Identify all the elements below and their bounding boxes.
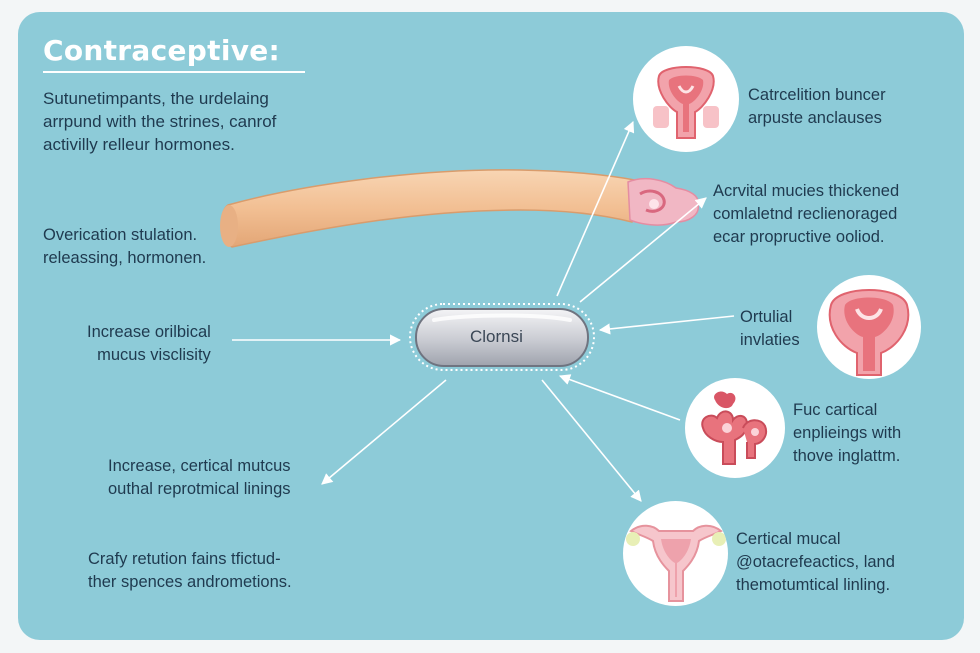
label-cervical-mucus: Increase, certical mutcus outhal reprotm…	[108, 457, 291, 498]
label-retention: Crafy retution fains tfictud- ther spenc…	[88, 550, 292, 591]
label-ovulation-stimulation: Overication stulation. releassing, hormo…	[43, 226, 207, 267]
arrow-mucus-thickened	[579, 197, 707, 303]
pill-illustration	[409, 303, 595, 371]
arrow-ovulation	[598, 315, 735, 335]
label-mucus-thickened: Acrvital mucies thickened comlaletnd rec…	[713, 182, 900, 246]
intro-text: Sutunetimpants, the urdelaing arrpund wi…	[43, 89, 277, 154]
connector-arrows	[232, 120, 735, 502]
cervical-tissue-icon	[685, 378, 785, 478]
arrow-cervical-lining	[558, 374, 681, 421]
pill-label: Clornsi	[470, 327, 523, 346]
tube-illustration	[220, 169, 699, 248]
label-cervical-mucal: Certical mucal @otacrefeactics, land the…	[736, 530, 895, 594]
diagram-title: Contraceptive:	[43, 34, 281, 67]
arrow-to-top-icon	[556, 120, 635, 297]
label-ovulation: Ortulial invlaties	[740, 308, 800, 349]
label-cervical-linings: Fuc cartical enplieings with thove ingla…	[793, 401, 902, 465]
cervix-cross-section-icon	[633, 46, 739, 152]
arrow-cervical-mucus	[321, 379, 447, 485]
uterus-cross-section-icon	[817, 275, 921, 379]
label-increase-viscosity: Increase orilbical mucus visclisity	[87, 323, 211, 364]
uterus-icon	[623, 501, 728, 606]
arrow-uterus	[541, 379, 642, 502]
label-cancellation-barrier: Catrcelition buncer arpuste anclauses	[748, 86, 886, 127]
title-underline	[43, 71, 305, 73]
